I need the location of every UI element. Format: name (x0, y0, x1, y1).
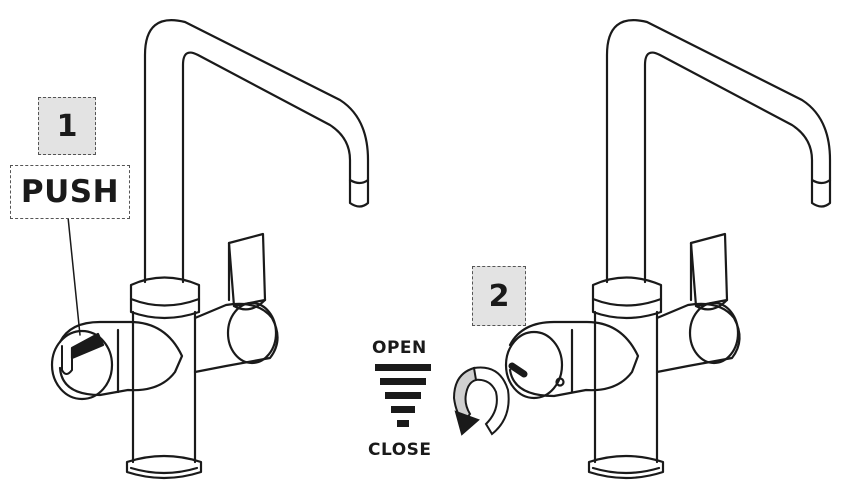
step-2-label: 2 (472, 266, 526, 326)
flow-scale-icon (375, 364, 431, 427)
push-label: PUSH (10, 165, 130, 219)
tap-left (50, 19, 370, 480)
close-label: CLOSE (368, 440, 432, 460)
rotate-arrow-icon (452, 366, 510, 436)
open-label: OPEN (372, 338, 427, 358)
step-1-label: 1 (38, 97, 96, 155)
tap-right (504, 19, 832, 480)
